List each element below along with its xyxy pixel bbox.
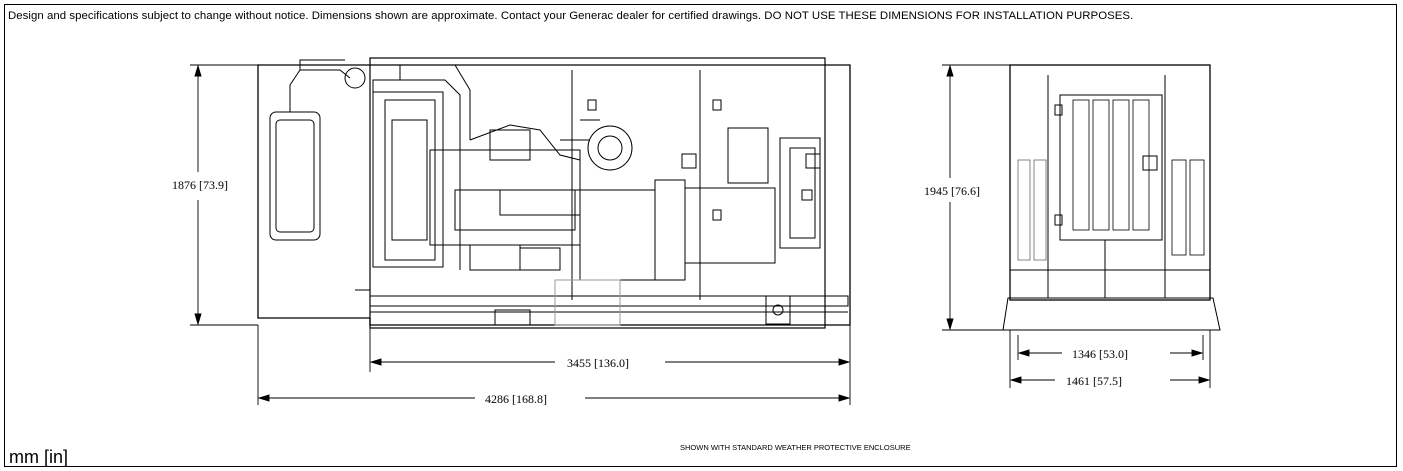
side-view	[257, 57, 851, 329]
base-length-label: 3455 [136.0]	[565, 356, 631, 371]
end-view	[1002, 64, 1221, 331]
units-note: mm [in]	[9, 447, 69, 467]
end-inner-width-label: 1346 [53.0]	[1070, 347, 1130, 362]
side-dimension-lines	[190, 64, 851, 405]
end-overall-width-label: 1461 [57.5]	[1064, 374, 1124, 389]
end-height-label: 1945 [76.6]	[922, 184, 982, 199]
side-height-label: 1876 [73.9]	[170, 178, 230, 193]
drawing-frame	[4, 4, 1397, 467]
end-dimension-lines	[942, 64, 1211, 388]
overall-length-label: 4286 [168.8]	[483, 392, 549, 407]
enclosure-caption: SHOWN WITH STANDARD WEATHER PROTECTIVE E…	[680, 443, 911, 452]
disclaimer-text: Design and specifications subject to cha…	[8, 10, 1134, 22]
